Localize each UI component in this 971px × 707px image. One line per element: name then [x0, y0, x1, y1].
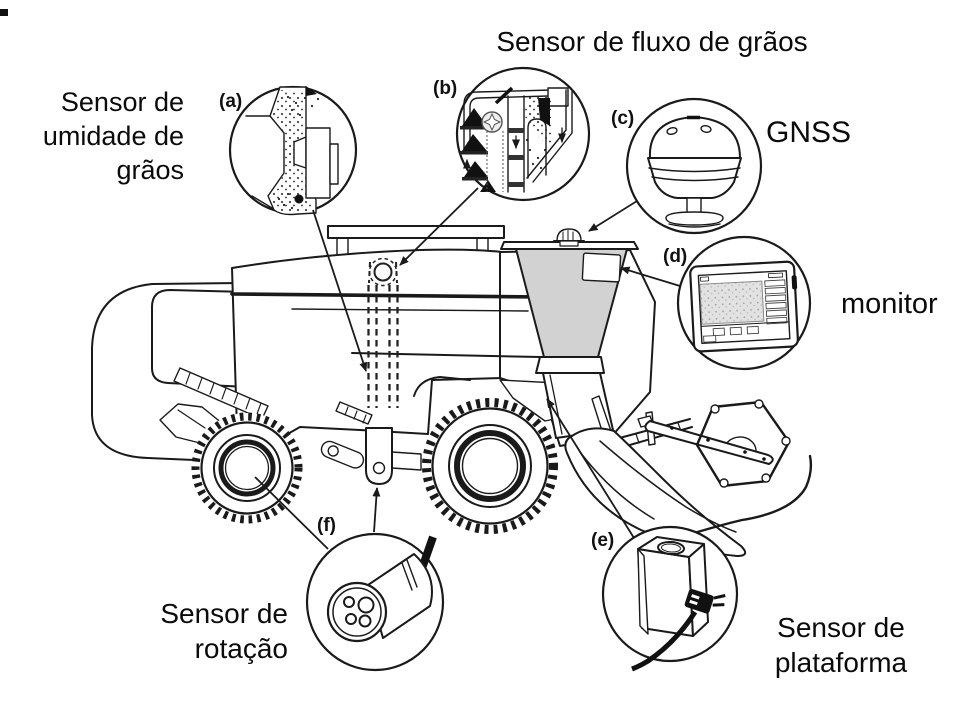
cab-base [535, 356, 605, 374]
axle-strut [365, 427, 393, 485]
callout-tag-d: (d) [663, 246, 688, 267]
paddle-heaps [460, 108, 496, 192]
front-wheel [422, 398, 558, 534]
label-moisture-sensor: Sensor de umidade de grãos [42, 87, 184, 185]
label-platform-sensor: Sensor de plataforma [774, 612, 908, 678]
callout-b-flow-sensor [455, 66, 591, 202]
cab-window [581, 252, 622, 283]
label-rotation-sensor: Sensor de rotação [160, 598, 288, 664]
grain-dots [277, 95, 320, 210]
connector-plug [684, 588, 726, 614]
callout-d-monitor [676, 235, 812, 371]
sensor-cable [631, 610, 698, 672]
body-seam [291, 308, 529, 312]
label-flow-sensor: Sensor de fluxo de grãos [496, 26, 808, 57]
header-snout [564, 427, 747, 557]
bottom-buttons [703, 325, 759, 343]
callout-c-gnss-antenna [625, 97, 763, 235]
callout-tag-c: (c) [611, 108, 635, 129]
callout-a-moisture-sensor [228, 85, 358, 216]
cab [500, 228, 639, 374]
callout-f-rotation-sensor [305, 532, 445, 672]
callout-tag-e: (e) [591, 530, 615, 551]
main-body [231, 248, 503, 463]
arrow-b [399, 187, 479, 266]
reel-arm [644, 420, 774, 465]
rear-panel-line [151, 289, 248, 388]
arrow-d [620, 266, 681, 287]
monitor-tablet [689, 260, 799, 353]
arrow-c [588, 200, 638, 232]
roof-gnss-antenna [553, 228, 585, 247]
front-axle-links [320, 427, 422, 485]
leader-arrows [254, 187, 681, 550]
unloading-auger [173, 367, 373, 425]
body-seam [230, 292, 547, 299]
strut-pivot [372, 461, 386, 475]
body-seam [351, 352, 541, 358]
label-gnss: GNSS [766, 116, 852, 149]
arrow-f [372, 487, 381, 533]
grain-elevator-dashed [367, 257, 399, 408]
callout-tag-f: (f) [317, 515, 336, 536]
page-corner-mark [0, 9, 8, 16]
leader-f-wheel [254, 476, 329, 550]
corn-header [564, 399, 813, 557]
callout-tag-a: (a) [219, 91, 243, 112]
power-button [791, 275, 798, 290]
map-screen [699, 280, 765, 325]
label-monitor: monitor [841, 288, 938, 320]
callout-tag-b: (b) [433, 78, 458, 99]
arrow-a [312, 209, 368, 372]
tank-extension-bar [327, 225, 505, 239]
callout-e-platform-sensor [601, 525, 739, 672]
wheel-arch [413, 376, 471, 397]
arrow-e [546, 398, 635, 539]
